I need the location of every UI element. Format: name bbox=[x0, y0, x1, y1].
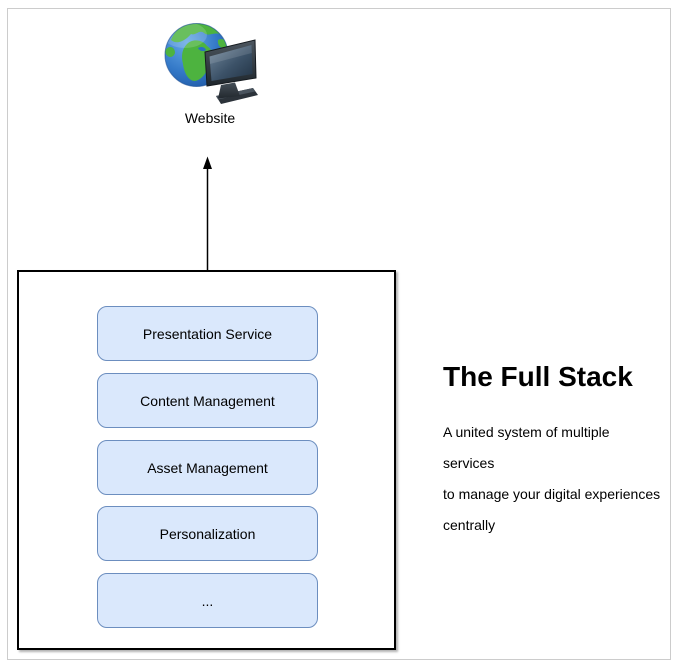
service-node-content-management: Content Management bbox=[97, 373, 318, 428]
page-title: The Full Stack bbox=[443, 361, 633, 392]
service-label: Personalization bbox=[159, 525, 256, 542]
description-line: A united system of multiple services bbox=[443, 424, 610, 471]
side-description: A united system of multiple services to … bbox=[443, 417, 663, 541]
service-node-more: ... bbox=[97, 573, 318, 628]
service-node-personalization: Personalization bbox=[97, 506, 318, 561]
service-label: Asset Management bbox=[147, 459, 268, 476]
monitor bbox=[204, 39, 258, 104]
website-node: Website bbox=[155, 14, 265, 126]
globe-monitor-icon bbox=[164, 23, 258, 104]
service-label: Content Management bbox=[140, 392, 275, 409]
description-line: to manage your digital experiences bbox=[443, 486, 661, 502]
service-node-presentation-service: Presentation Service bbox=[97, 306, 318, 361]
service-label: Presentation Service bbox=[142, 325, 273, 342]
description-line: centrally bbox=[443, 517, 496, 533]
stack-container: Presentation Service Content Management … bbox=[17, 270, 396, 650]
website-label: Website bbox=[184, 110, 236, 126]
service-node-asset-management: Asset Management bbox=[97, 440, 318, 495]
service-label: ... bbox=[201, 592, 214, 609]
arrow-up-connector bbox=[203, 156, 212, 271]
